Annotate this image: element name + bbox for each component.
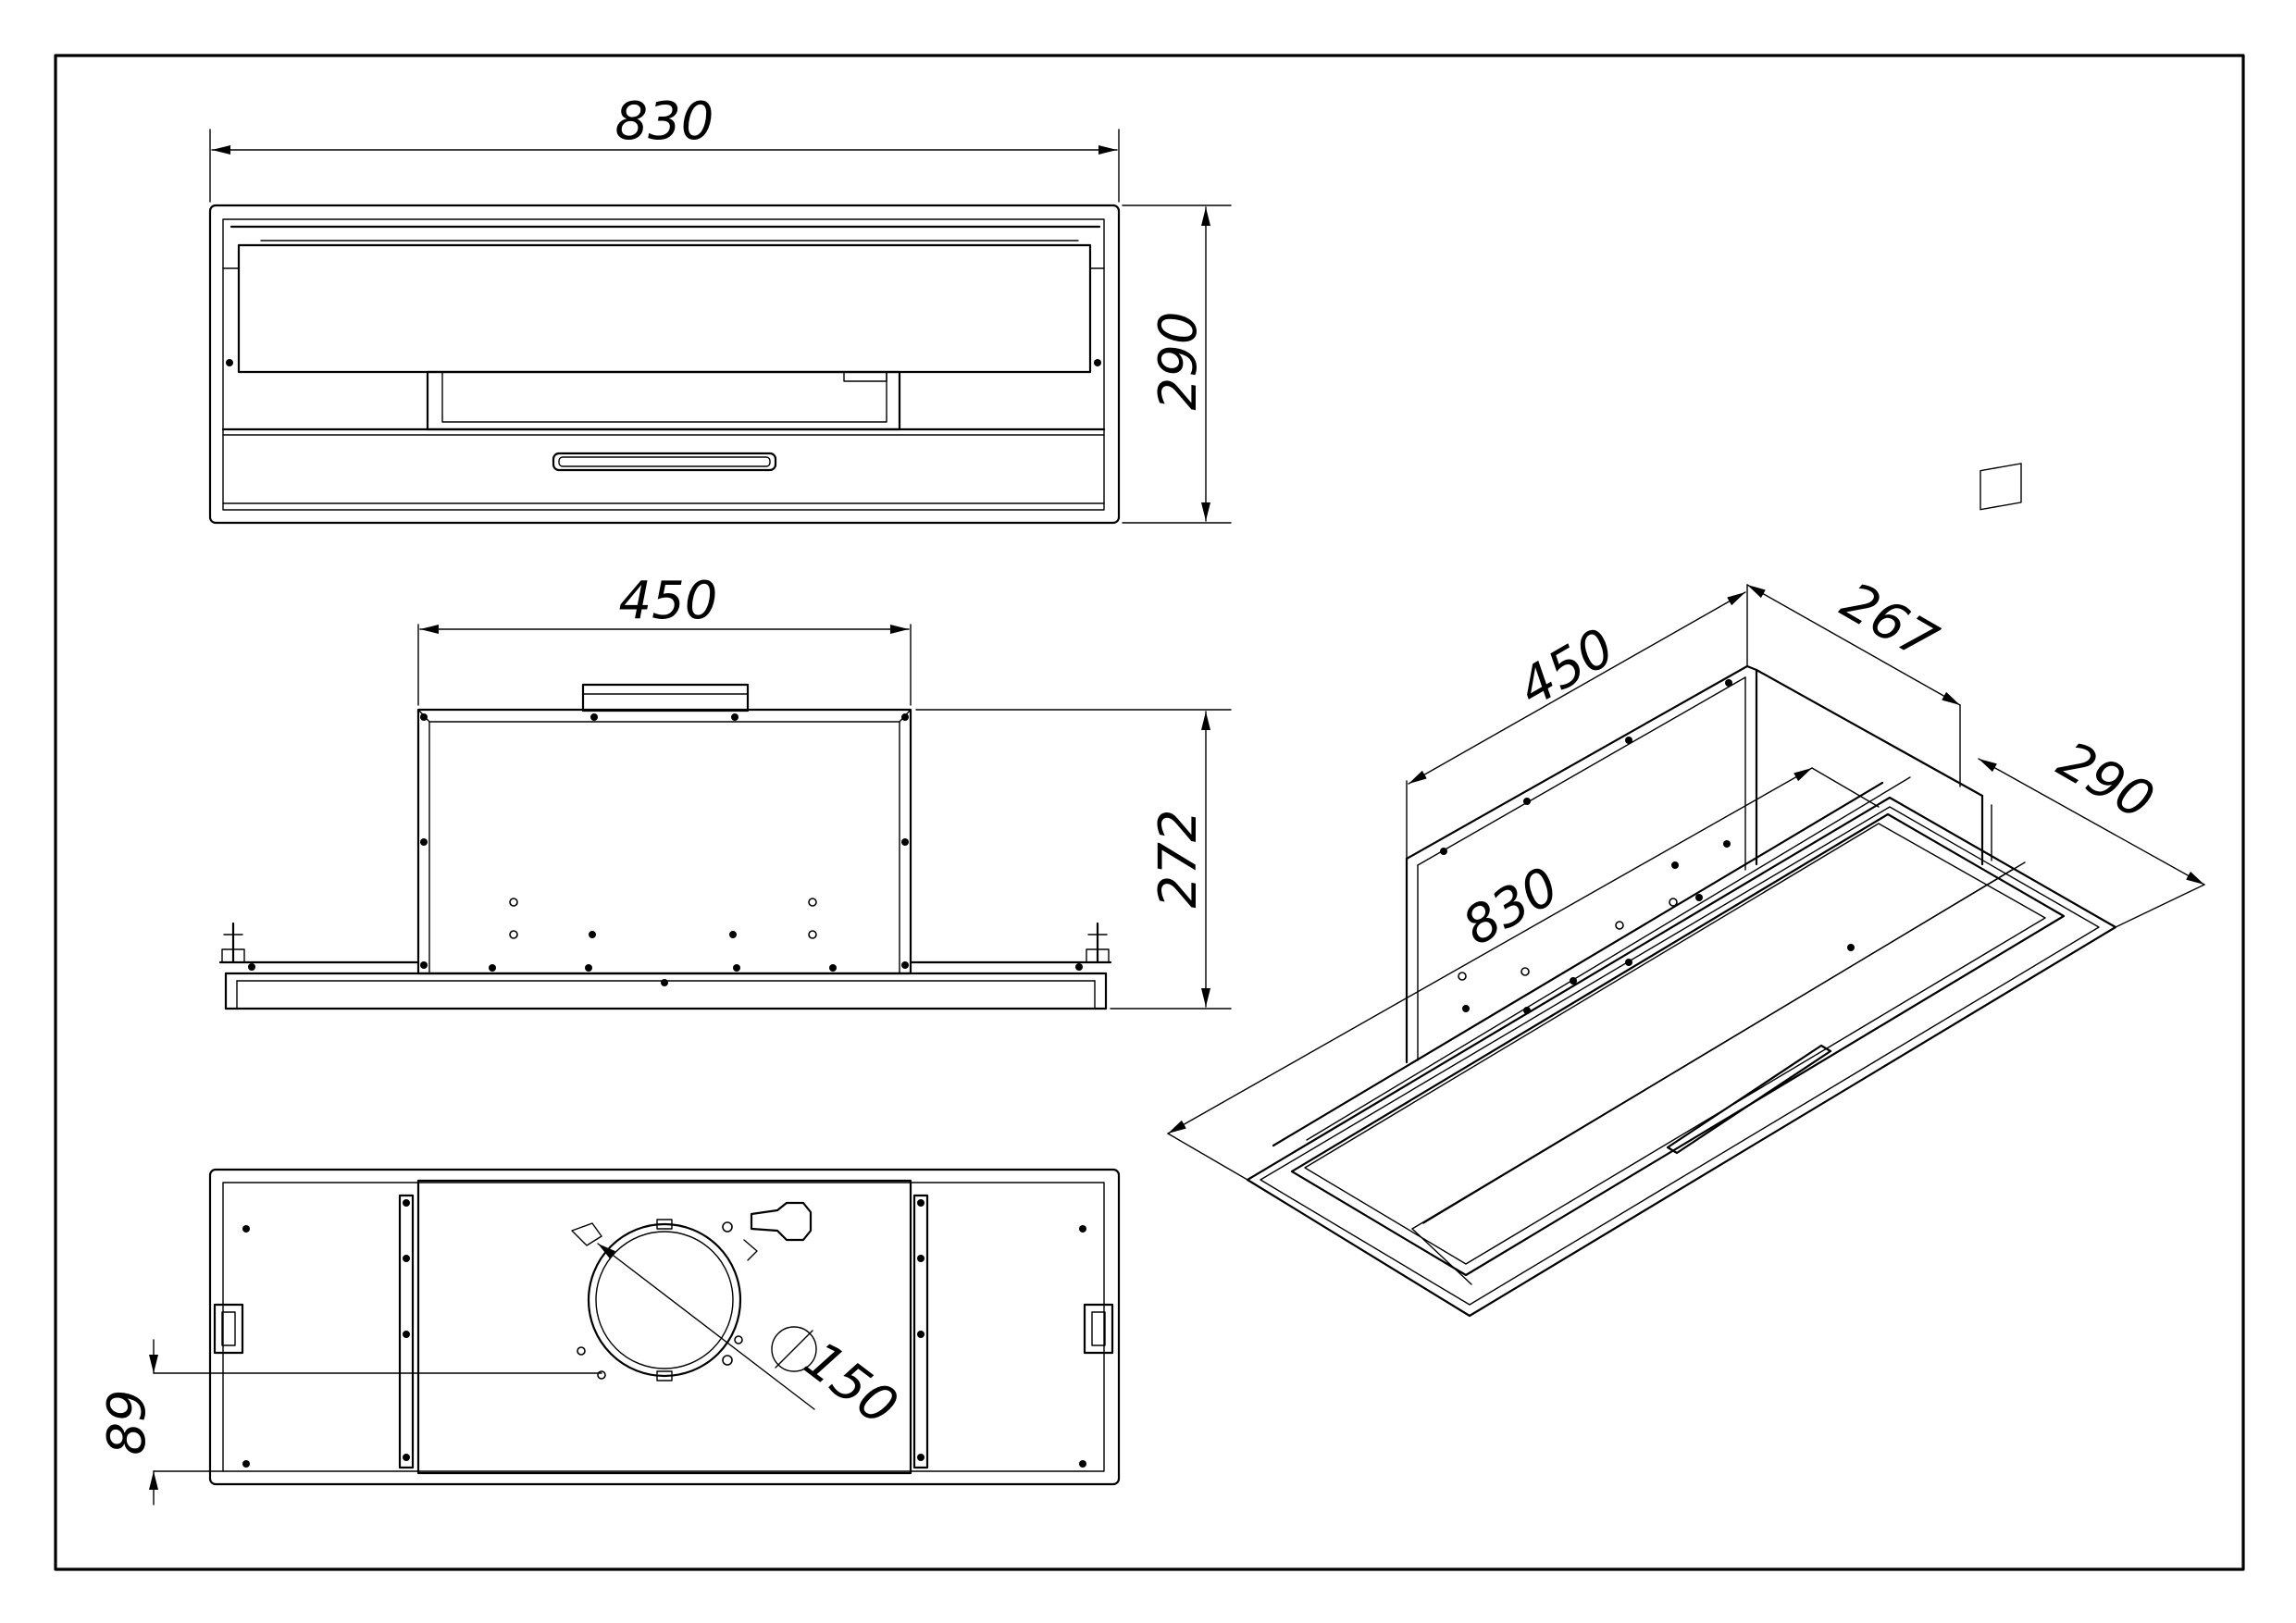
offset-dimension: 89: [97, 1389, 157, 1455]
isometric-view: 450 267 830 290: [1167, 463, 2205, 1318]
side-height-dimension: 272: [1148, 810, 1209, 909]
iso-length-dimension: 830: [1453, 856, 1569, 958]
iso-height-dimension: 267: [1831, 571, 1947, 673]
side-view: 450 272: [218, 571, 1232, 1010]
drawing-border: [54, 54, 2245, 1571]
duct-diameter-dimension: 150: [793, 1330, 908, 1437]
front-view: 830 290: [208, 92, 1232, 525]
front-height-dimension: 290: [1148, 312, 1209, 411]
iso-width-dimension: 290: [2048, 730, 2164, 832]
bottom-view: 150 89: [97, 1168, 1121, 1505]
side-width-dimension: 450: [619, 571, 718, 631]
front-width-dimension: 830: [615, 92, 714, 152]
iso-depth-dimension: 450: [1508, 617, 1624, 719]
